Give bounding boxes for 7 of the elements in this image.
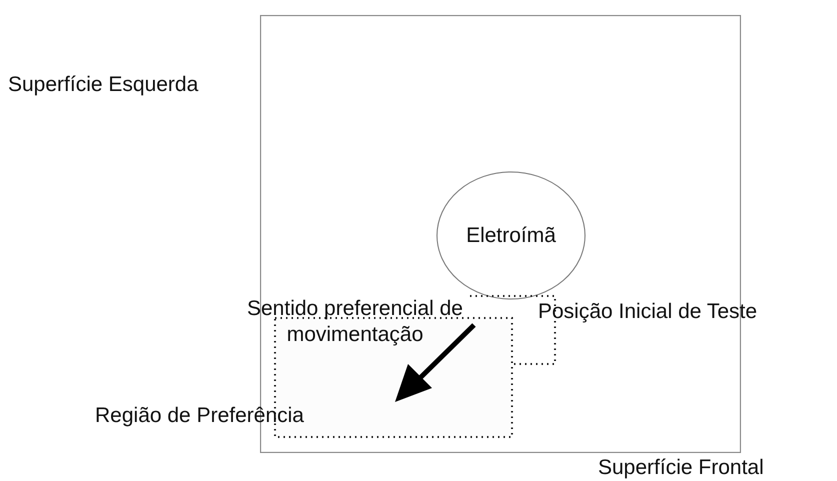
region-label: Posição Inicial de Teste [538, 300, 758, 324]
node-label: Eletroímã [466, 224, 556, 248]
surface-label: Superfície Esquerda [8, 73, 198, 97]
region-label: Região de Preferência [95, 404, 304, 428]
electromagnet-circle [436, 171, 586, 300]
surface-label: Superfície Frontal [598, 456, 764, 480]
direction-label: Sentido preferencial de movimentação [246, 296, 464, 348]
